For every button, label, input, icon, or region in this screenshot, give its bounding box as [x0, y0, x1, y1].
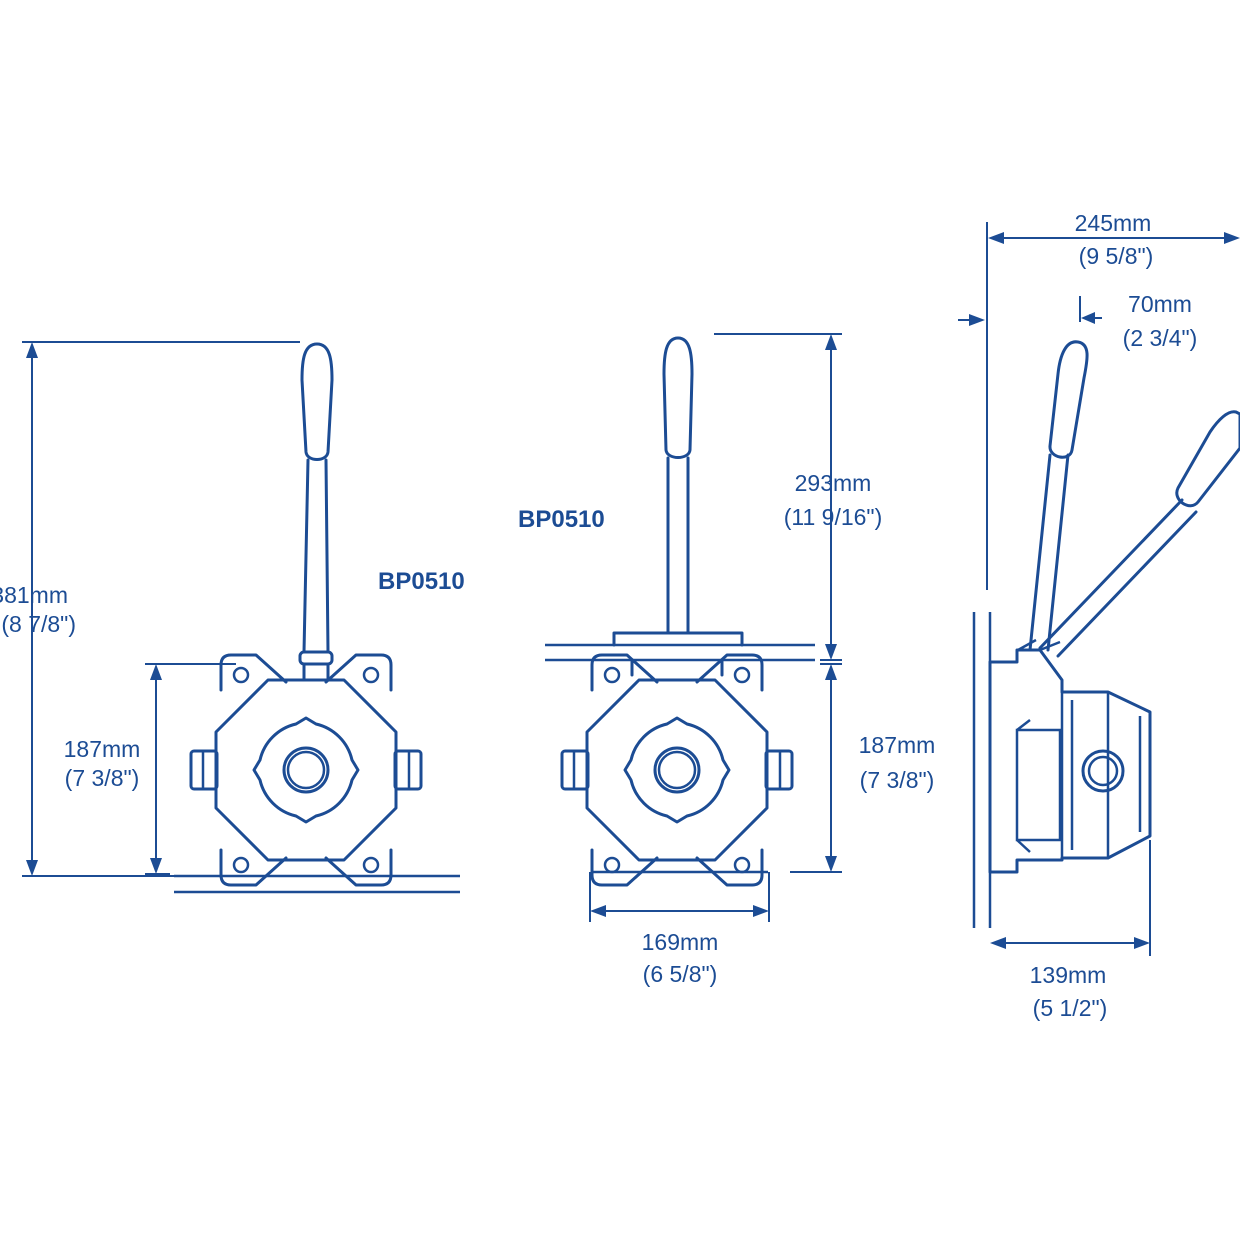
side-stroke-mm: 245mm [1075, 210, 1152, 236]
front-handle-shaft [302, 458, 330, 654]
side-view: 245mm (9 5/8") 70mm (2 3/4") 139mm (5 1/… [958, 210, 1240, 1021]
side-port-ring [1081, 749, 1125, 793]
side-offset-dimension [1079, 296, 1102, 324]
deck-handle-shaft [666, 456, 690, 635]
deck-surface [545, 643, 815, 662]
deck-model-label: BP0510 [518, 506, 605, 533]
deck-handle-height-inch: (11 9/16") [784, 504, 883, 530]
front-body-height-inch: (7 3/8") [65, 765, 140, 791]
side-stroke-dimension [958, 222, 1240, 590]
deck-body-height-inch: (7 3/8") [860, 767, 935, 793]
side-handle-upright [1028, 453, 1070, 652]
side-pump-body [988, 648, 1152, 874]
front-overall-height-dimension [22, 341, 300, 877]
through-deck-view: 293mm (11 9/16") 187mm (7 3/8") 169mm (6… [518, 333, 936, 987]
side-base-depth-inch: (5 1/2") [1033, 995, 1108, 1021]
side-base-depth-dimension [990, 840, 1151, 956]
side-offset-inch: (2 3/4") [1123, 325, 1198, 351]
deck-handle-height-dimension [714, 333, 842, 661]
front-view: 381mm (8 7/8") 187mm (7 3/8") BP0510 [0, 341, 465, 894]
deck-pump-body [560, 653, 794, 887]
side-cover-detail [1015, 719, 1062, 853]
deck-body-width-inch: (6 5/8") [643, 961, 718, 987]
front-handle-collar [298, 650, 334, 666]
deck-body-height-mm: 187mm [859, 732, 936, 758]
front-body-height-dimension [145, 663, 236, 875]
deck-handle-height-mm: 293mm [795, 470, 872, 496]
side-base-depth-mm: 139mm [1030, 962, 1107, 988]
front-overall-height-mm: 381mm [0, 582, 68, 608]
deck-body-height-dimension [790, 663, 842, 873]
side-stroke-inch: (9 5/8") [1079, 243, 1154, 269]
deck-flange [612, 631, 744, 677]
side-bulkhead [972, 612, 992, 928]
deck-body-width-mm: 169mm [642, 929, 719, 955]
deck-body-width-dimension [589, 872, 770, 922]
front-handle-grip [300, 342, 334, 461]
side-handle-angled [1038, 498, 1198, 658]
front-pump-body [189, 653, 423, 887]
front-mount-surface [174, 874, 460, 894]
front-overall-height-inch: (8 7/8") [1, 611, 76, 637]
front-model-label: BP0510 [378, 568, 465, 595]
deck-handle-grip [662, 336, 694, 459]
side-offset-mm: 70mm [1128, 291, 1192, 317]
front-body-height-mm: 187mm [64, 736, 141, 762]
